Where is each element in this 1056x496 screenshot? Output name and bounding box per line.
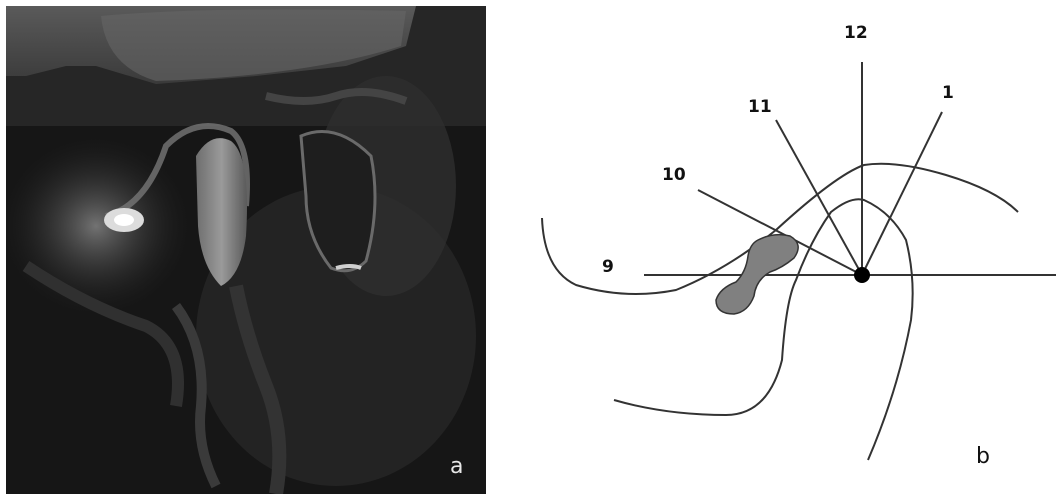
clock-label-11: 11 bbox=[748, 97, 772, 117]
clock-label-1: 1 bbox=[942, 83, 954, 103]
radial-line-1 bbox=[862, 112, 942, 275]
panel-label-a: a bbox=[450, 454, 463, 479]
clock-label-12: 12 bbox=[844, 23, 868, 43]
mri-image bbox=[6, 6, 486, 494]
panel-label-b: b bbox=[976, 444, 990, 469]
schematic-diagram-panel: 12 11 1 10 9 bbox=[486, 0, 1056, 496]
clock-label-9: 9 bbox=[602, 257, 614, 277]
schematic-diagram: 12 11 1 10 9 bbox=[486, 0, 1056, 496]
condyle-center-dot bbox=[854, 267, 870, 283]
mri-image-panel: a bbox=[6, 6, 486, 494]
clock-label-10: 10 bbox=[662, 165, 686, 185]
